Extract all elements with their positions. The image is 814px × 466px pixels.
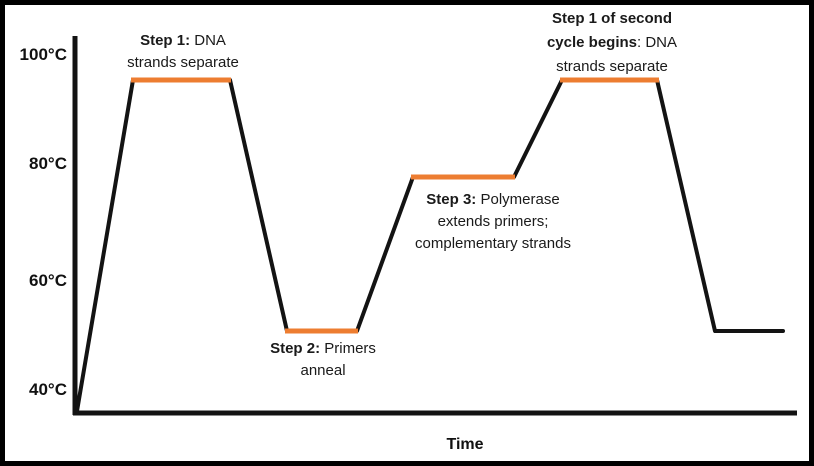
- annotation-step3-line2: extends primers;: [437, 213, 549, 230]
- annotation-step1-line2: strands separate: [127, 54, 239, 71]
- annotation-step2-line1: Step 2: Primers: [270, 340, 376, 357]
- annotation-step3-line3: complementary strands: [415, 235, 571, 252]
- annotation-step3: Step 3: Polymerase extends primers; comp…: [415, 189, 571, 255]
- annotation-step1: Step 1: DNA strands separate: [127, 30, 239, 74]
- annotation-step2-line2: anneal: [300, 362, 346, 379]
- y-tick-100c: 100°C: [19, 45, 67, 64]
- y-tick-60c: 60°C: [29, 271, 67, 290]
- plateau-highlights: [131, 77, 659, 334]
- annotation-step1b-line2: cycle begins: DNA: [546, 34, 678, 51]
- y-tick-40c: 40°C: [29, 380, 67, 399]
- annotation-step2: Step 2: Primers anneal: [270, 338, 376, 382]
- annotation-step1-second-cycle: Step 1 of second cycle begins: DNA stran…: [547, 7, 677, 79]
- annotation-step1-line1: Step 1: DNA: [140, 32, 226, 49]
- y-tick-80c: 80°C: [29, 154, 67, 173]
- x-axis-label: Time: [446, 436, 484, 453]
- annotation-step1b-line1: Step 1 of second: [551, 10, 673, 27]
- annotation-step3-line1: Step 3: Polymerase: [426, 191, 560, 208]
- annotation-step1b-line3: strands separate: [556, 58, 668, 75]
- pcr-temperature-chart: [72, 36, 797, 416]
